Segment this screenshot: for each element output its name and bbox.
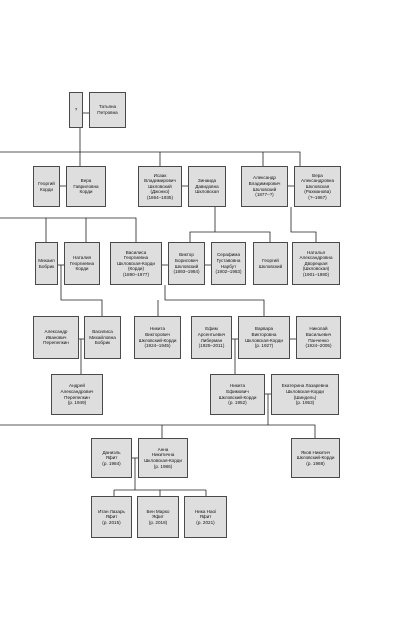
connector-line [0,151,81,166]
connector-line [86,217,137,242]
person-vasilisa-g: Василиса Георгиевна Шкловская-Корди (Кор… [110,242,162,285]
person-tatiana: Татьяна Петровна [89,92,126,128]
person-natalia-g: Наталия Георгиевна Корди [64,242,100,285]
person-andrei: Андрей Александрович Перепелкин (р. 1949… [51,374,103,415]
person-alexander-i: Александр Иванович Перепелкин [33,316,79,359]
person-ekaterina: Екатерина Лазаревна Шкловская-Корди (Шин… [271,374,339,415]
person-yakov: Яков Никитич Шкловский-Корди (р. 1988) [291,438,340,478]
connector-line [0,424,316,438]
person-efim: Ефим Арсентьевич Либерман (1925–2011) [191,316,232,359]
person-vasilisa-m: Василиса Михайловна Бобрик [84,316,121,359]
connector-line [214,207,271,242]
person-serafima: Серафима Густавовна Нарбут (1902–1983) [211,242,246,285]
person-anna: Анна Никитична Шкловская-Корди (р. 1986) [138,438,188,478]
connector-line [164,285,265,316]
connector-line [60,265,103,316]
person-nikolai: Николай Васильевич Панченко (1924–2005) [296,316,341,359]
person-georgy-sh: Георгий Шкловский [253,242,288,285]
person-georgy-kordi: Георгий Корди [33,166,60,207]
person-unknown: ? [69,92,83,128]
person-isaak: Исаак Владимирович Шкловский (Джонко) (1… [138,166,182,207]
person-vera-a: Вера Александровна Шкловская (Рахманова)… [294,166,341,207]
person-ben: Бен Марко Яфит (р. 2018) [137,496,179,538]
person-viktor: Виктор Борисович Шкловский (1893–1984) [168,242,205,285]
person-vera-kordi: Вера Гавриловна Корди [66,166,106,207]
person-zinaida: Зинаида Давидовна Шкловская [188,166,226,207]
person-nikita-v: Никита Викторович Шкловский-Корди (1924–… [134,316,181,359]
connector-line [189,231,215,242]
person-mikhail: Михаил Бобрик [35,242,58,285]
connector-line [290,207,317,242]
person-natalia-a: Наталья Александровна Дворецкая (Шкловск… [292,242,340,285]
connector-line [80,151,301,166]
person-itan: Итан Лазарь Яфит (р. 2015) [91,496,132,538]
person-daniel: Даниэль Яфит (р. 1984) [91,438,132,478]
person-varvara: Варвара Викторовна Шкловская-Корди (р. 1… [238,316,290,359]
person-alexander-v: Александр Владимирович Шкловский (1877–?… [241,166,288,207]
connector-line [0,217,87,242]
person-nika: Ника Наоі Яфит (р. 2021) [184,496,227,538]
person-nikita-e: Никита Ефимович Шкловский-Корди (р. 1952… [210,374,265,415]
